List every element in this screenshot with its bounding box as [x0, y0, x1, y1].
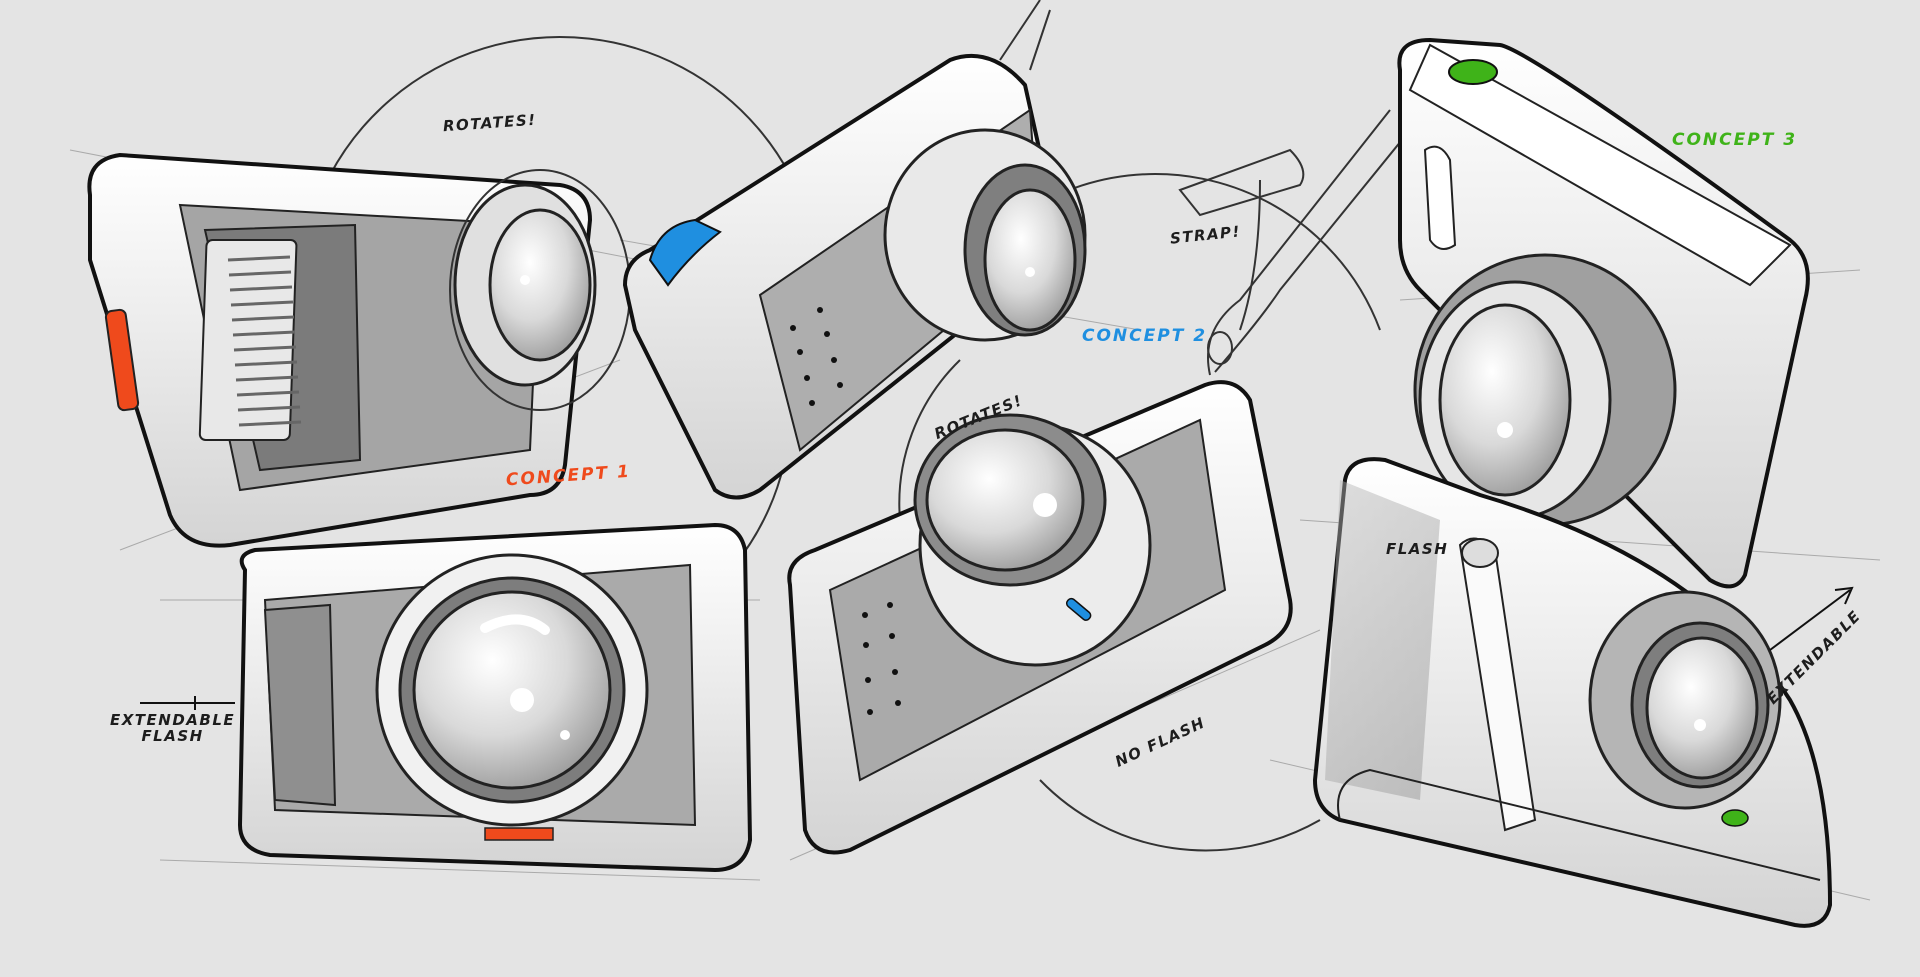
speaker-grill	[198, 239, 302, 441]
extendable-flash-note: EXTENDABLE FLASH	[110, 711, 236, 745]
lens	[983, 188, 1077, 332]
extendable-flash-line-2: FLASH	[141, 726, 204, 745]
lens	[1645, 636, 1759, 780]
extendable-arrow-icon	[1769, 586, 1854, 651]
concept-2-blue-dial	[1065, 597, 1092, 621]
concept-3-top-view	[1397, 37, 1810, 589]
concept-3-green-button	[1448, 59, 1498, 85]
flash-arrow-icon	[140, 696, 235, 710]
strap-icon	[1178, 109, 1411, 376]
concept-1-front-view	[237, 522, 753, 873]
concept-3-label: CONCEPT 3	[1672, 130, 1798, 150]
concept-1-orange-button	[104, 308, 140, 412]
lens	[412, 590, 612, 790]
concept-3-bottom-view	[1312, 457, 1833, 928]
concept-1-back-view	[87, 152, 631, 548]
concept-2-label: CONCEPT 2	[1082, 326, 1208, 346]
extendable-flash-line-1: EXTENDABLE	[110, 711, 236, 729]
lens	[925, 428, 1085, 572]
lens	[1438, 303, 1572, 497]
concept-2-blue-button	[648, 218, 722, 287]
concept-3-green-dot	[1721, 809, 1749, 827]
lens	[488, 208, 592, 362]
concept-2-top-view	[622, 0, 1087, 500]
concept-1-shutter-accent	[484, 827, 554, 841]
concept-2-bottom-view	[787, 380, 1293, 855]
flash-note: FLASH	[1386, 540, 1449, 558]
